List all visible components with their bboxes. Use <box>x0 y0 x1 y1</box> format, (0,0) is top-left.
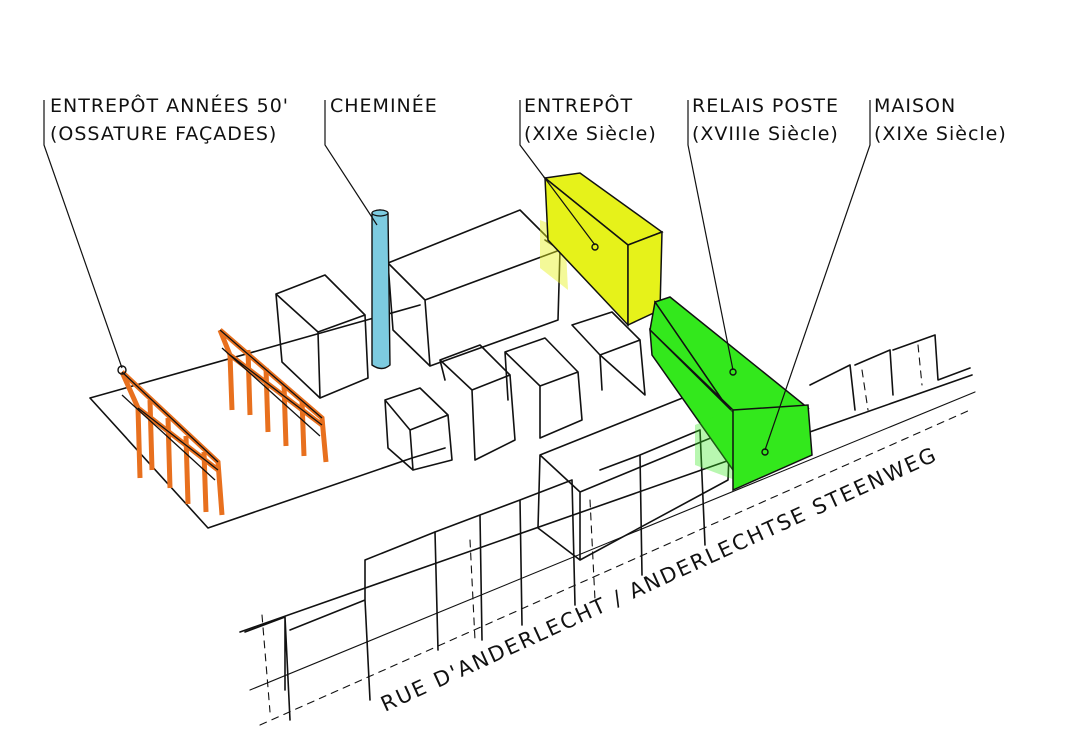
label-entrepot-50-line2: (OSSATURE FAÇADES) <box>50 123 277 145</box>
label-cheminee: CHEMINÉE <box>330 94 438 117</box>
entrepot-50-frame-rear <box>217 328 329 463</box>
street-lines <box>239 374 976 726</box>
label-entrepot-xix-line2: (XIXe Siècle) <box>524 123 657 145</box>
label-maison-line2: (XIXe Siècle) <box>874 123 1007 145</box>
street-facades <box>244 334 971 721</box>
label-relais-poste-line2: (XVIIIe Siècle) <box>692 123 839 145</box>
entrepot-xix-building <box>540 172 664 327</box>
label-cheminee-line1: CHEMINÉE <box>330 94 438 117</box>
label-maison: MAISON (XIXe Siècle) <box>874 95 1007 145</box>
maison-building <box>695 404 813 492</box>
label-maison-line1: MAISON <box>874 95 956 117</box>
street-name-label: RUE D'ANDERLECHT / ANDERLECHTSE STEENWEG <box>377 442 941 716</box>
label-relais-poste-line1: RELAIS POSTE <box>692 95 839 117</box>
entrepot-50-frame-front <box>119 370 225 516</box>
leader-lines <box>43 100 871 456</box>
relais-poste-building <box>649 296 810 473</box>
label-entrepot-xix: ENTREPÔT (XIXe Siècle) <box>524 93 657 145</box>
label-entrepot-50-line1: ENTREPÔT ANNÉES 50' <box>50 93 289 117</box>
label-relais-poste: RELAIS POSTE (XVIIIe Siècle) <box>692 95 839 145</box>
label-entrepot-50: ENTREPÔT ANNÉES 50' (OSSATURE FAÇADES) <box>50 93 289 145</box>
label-entrepot-xix-line1: ENTREPÔT <box>524 93 633 117</box>
cheminee-chimney <box>371 209 391 370</box>
